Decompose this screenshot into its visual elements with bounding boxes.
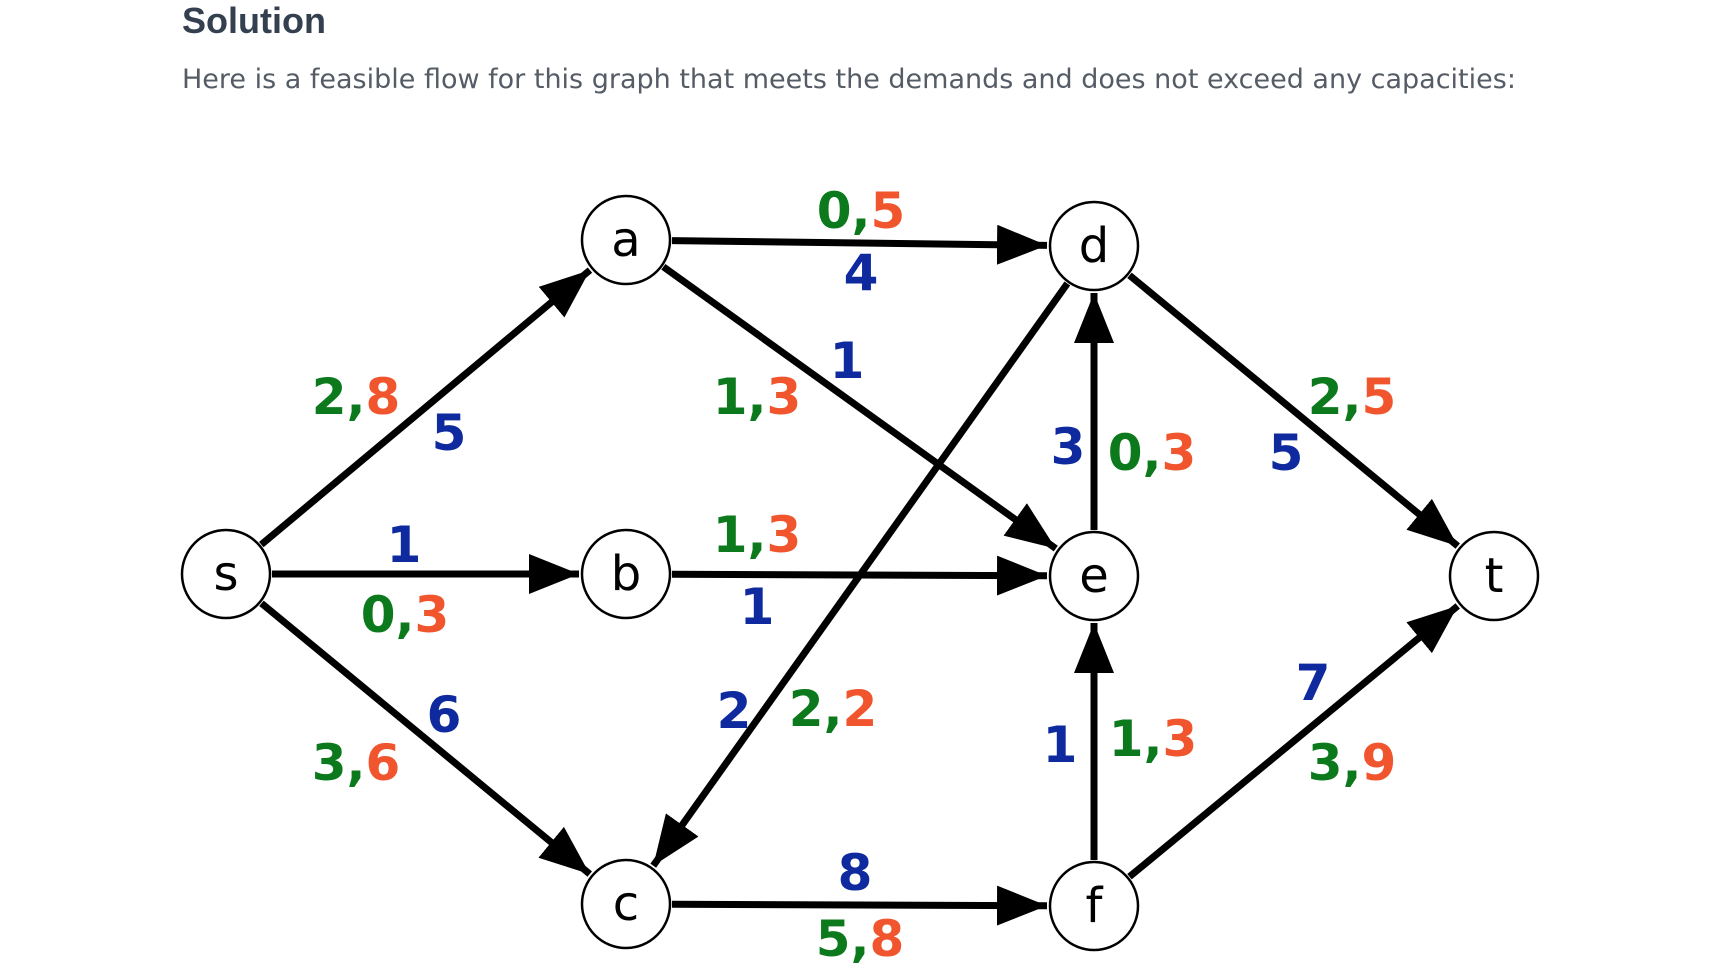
edge-s-a-flow-label: 5 [432,404,467,462]
edge-a-e-separator: , [748,368,767,426]
edge-d-t-bounds-label: 2,5 [1308,368,1397,426]
edge-a-e-flow-label: 1 [830,332,865,390]
node-d-label: d [1079,218,1109,274]
edge-s-b-separator: , [396,586,415,644]
edge-f-e-lower-bound: 1 [1109,710,1144,768]
node-t-label: t [1485,548,1504,604]
edge-a-d-capacity: 5 [871,182,906,240]
edge-s-a-lower-bound: 2 [312,368,347,426]
edge-c-f-arrow [671,885,1048,926]
edge-e-d-flow-label: 3 [1051,418,1086,476]
node-b-label: b [611,546,641,602]
edge-b-e-lower-bound: 1 [713,506,748,564]
edge-c-f-bounds-label: 5,8 [816,910,905,968]
edge-c-f-capacity: 8 [870,910,905,968]
node-c-label: c [613,876,639,932]
edge-s-a-bounds-label: 2,8 [312,368,401,426]
edge-s-a-separator: , [347,368,366,426]
node-t-circle [1448,530,1540,622]
edge-a-e-capacity: 3 [767,368,802,426]
edge-f-e-bounds-label: 1,3 [1109,710,1198,768]
edge-b-e-flow-label: 1 [740,578,775,636]
edge-d-t-capacity: 5 [1362,368,1397,426]
edge-f-t-separator: , [1343,734,1362,792]
node-t: t [1448,530,1540,622]
edge-d-c-capacity: 2 [843,680,878,738]
edge-b-e-separator: , [748,506,767,564]
edge-d-c-lower-bound: 2 [789,680,824,738]
edge-d-c-arrow [650,281,1071,868]
node-c-circle [580,858,672,950]
node-s-circle [180,528,272,620]
edge-s-a-arrow [259,267,593,548]
edge-s-c-bounds-label: 3,6 [312,734,401,792]
edge-e-d-capacity: 3 [1162,424,1197,482]
edge-s-b-flow-label: 1 [387,516,422,574]
edge-s-b-lower-bound: 0 [361,586,396,644]
intro-text: Here is a feasible flow for this graph t… [182,64,1516,95]
node-e-label: e [1079,548,1109,604]
edge-s-c-lower-bound: 3 [312,734,347,792]
edge-d-c-flow-label: 2 [717,682,752,740]
edge-d-c-bounds-label: 2,2 [789,680,878,738]
node-a: a [580,194,672,286]
edge-d-t-lower-bound: 2 [1308,368,1343,426]
edge-b-e-bounds-label: 1,3 [713,506,802,564]
edge-a-e-arrow [661,263,1058,552]
edge-c-f-lower-bound: 5 [816,910,851,968]
edge-f-t-lower-bound: 3 [1308,734,1343,792]
node-e: e [1048,530,1140,622]
edge-s-c-capacity: 6 [366,734,401,792]
node-a-label: a [611,212,640,268]
node-b: b [580,528,672,620]
node-s: s [180,528,272,620]
edge-a-d-flow-label: 4 [844,244,879,302]
node-s-label: s [213,546,238,602]
edge-s-a-capacity: 8 [366,368,401,426]
node-f-label: f [1086,878,1104,934]
edge-d-t-flow-label: 5 [1269,424,1304,482]
edge-f-e-separator: , [1144,710,1163,768]
edge-f-t-bounds-label: 3,9 [1308,734,1397,792]
edge-s-b-bounds-label: 0,3 [361,586,450,644]
edge-e-d-lower-bound: 0 [1108,424,1143,482]
node-a-circle [580,194,672,286]
edge-f-t-capacity: 9 [1362,734,1397,792]
edge-a-d-lower-bound: 0 [817,182,852,240]
edge-s-c-flow-label: 6 [427,686,462,744]
node-b-circle [580,528,672,620]
edge-d-t-separator: , [1343,368,1362,426]
edge-f-e-capacity: 3 [1163,710,1198,768]
edge-b-e-capacity: 3 [767,506,802,564]
edge-f-t-arrow [1127,603,1460,880]
edge-e-d-separator: , [1143,424,1162,482]
edge-s-c-arrow [259,600,592,877]
edge-d-t-arrow [1127,272,1460,549]
node-e-circle [1048,530,1140,622]
node-d-circle [1048,200,1140,292]
edge-s-c-separator: , [347,734,366,792]
node-c: c [580,858,672,950]
edge-c-f-flow-label: 8 [838,844,873,902]
edge-a-d-separator: , [852,182,871,240]
edge-a-d-arrow [671,224,1048,265]
section-heading: Solution [182,0,326,41]
edge-f-t-flow-label: 7 [1296,654,1331,712]
edge-a-d-bounds-label: 0,5 [817,182,906,240]
node-f: f [1048,860,1140,952]
node-f-circle [1048,860,1140,952]
edge-a-e-lower-bound: 1 [713,368,748,426]
edge-a-e-bounds-label: 1,3 [713,368,802,426]
edge-c-f-separator: , [851,910,870,968]
node-d: d [1048,200,1140,292]
edge-e-d-bounds-label: 0,3 [1108,424,1197,482]
edge-s-b-capacity: 3 [415,586,450,644]
edge-f-e-flow-label: 1 [1043,716,1078,774]
edge-d-c-separator: , [824,680,843,738]
